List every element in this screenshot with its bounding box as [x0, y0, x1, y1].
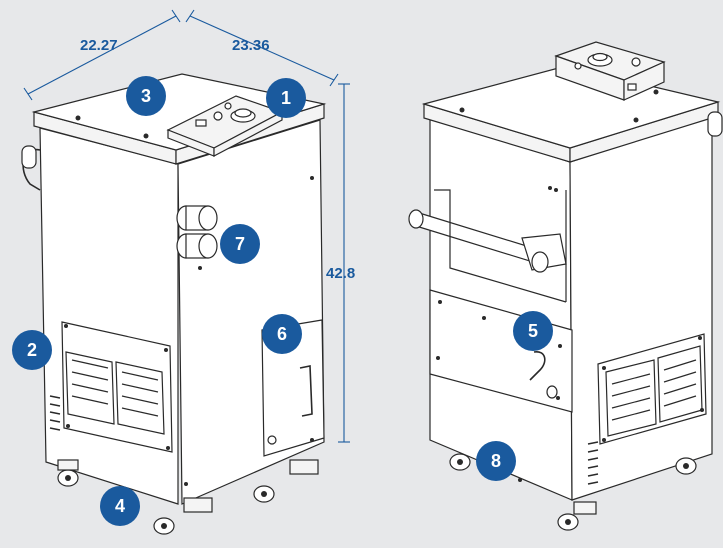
- callout-2: 2: [12, 330, 52, 370]
- svg-text:4: 4: [115, 496, 125, 516]
- callout-1: 1: [266, 78, 306, 118]
- svg-text:8: 8: [491, 451, 501, 471]
- right-unit: [408, 41, 723, 531]
- right-unit-casters: [449, 453, 697, 531]
- callout-5: 5: [513, 311, 553, 351]
- callout-badges: 1 2 3 4 5 6 7 8: [12, 76, 553, 526]
- left-unit-front-face: [177, 119, 325, 505]
- svg-text:5: 5: [528, 321, 538, 341]
- dimension-lines: [23, 9, 350, 443]
- callout-3: 3: [126, 76, 166, 116]
- callout-8: 8: [476, 441, 516, 481]
- svg-text:2: 2: [27, 340, 37, 360]
- left-unit-casters: [57, 459, 319, 535]
- left-unit-access-door: [261, 319, 325, 457]
- svg-text:3: 3: [141, 86, 151, 106]
- callout-7: 7: [220, 224, 260, 264]
- callout-6: 6: [262, 314, 302, 354]
- svg-text:6: 6: [277, 324, 287, 344]
- svg-text:1: 1: [281, 88, 291, 108]
- dimension-height: 42.8: [326, 265, 355, 282]
- dimension-width: 23.36: [232, 37, 270, 54]
- right-unit-handle: [408, 209, 567, 273]
- right-unit-right-face: [569, 115, 713, 501]
- dimension-depth: 22.27: [80, 37, 118, 54]
- callout-4: 4: [100, 486, 140, 526]
- left-unit: 22.27 23.36 42.8: [21, 9, 355, 535]
- svg-text:7: 7: [235, 234, 245, 254]
